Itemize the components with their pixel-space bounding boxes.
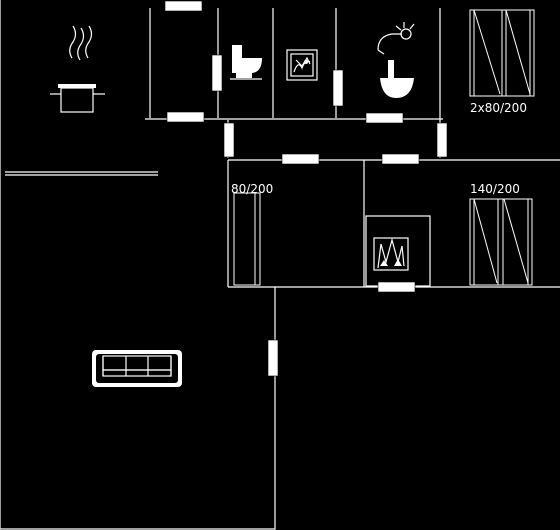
door	[223, 122, 235, 158]
door	[164, 0, 203, 12]
closet-ornament-icon	[373, 237, 409, 271]
door	[166, 111, 205, 123]
wardrobe-right-label: 140/200	[470, 182, 520, 196]
doors	[164, 0, 448, 377]
door	[211, 54, 223, 92]
door	[436, 122, 448, 158]
wardrobe-right	[469, 198, 533, 286]
door	[281, 153, 320, 165]
door	[332, 69, 344, 107]
door	[377, 281, 416, 293]
wardrobe-top	[469, 9, 535, 97]
door	[381, 153, 420, 165]
washing-machine-icon	[286, 49, 318, 81]
shower-icon	[377, 22, 415, 55]
door	[267, 339, 279, 377]
wardrobe-top-label: 2x80/200	[470, 101, 527, 115]
closet-outline	[365, 215, 431, 287]
toilet-icon	[230, 45, 262, 80]
door	[365, 112, 404, 124]
cooking-pot-steam-icon	[50, 25, 105, 113]
sofa-icon	[92, 350, 182, 387]
sink-icon	[380, 60, 414, 98]
bed-left-label: 80/200	[231, 182, 273, 196]
single-bed	[233, 192, 261, 286]
